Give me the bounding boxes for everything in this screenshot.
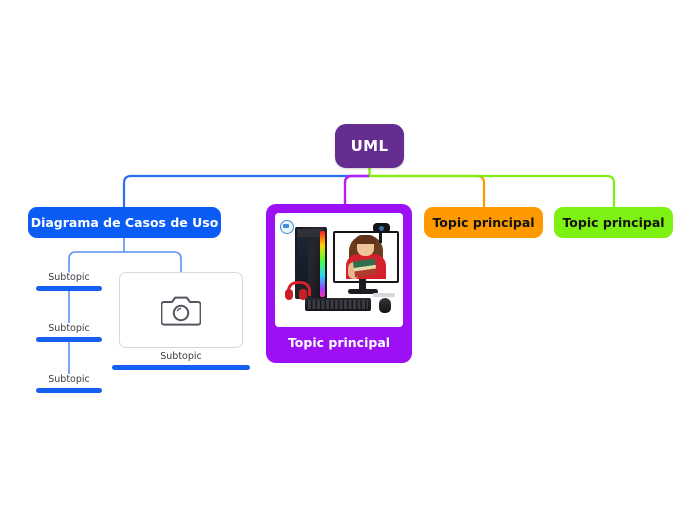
- node-image-thumbnail: [275, 213, 403, 327]
- subtopic-item-1[interactable]: Subtopic: [36, 272, 102, 291]
- computer-setup-photo: [275, 213, 403, 327]
- monitor-base: [348, 289, 378, 294]
- monitor-graphic: [333, 231, 399, 283]
- monitor-stand: [359, 279, 366, 290]
- webcam-lens: [379, 226, 384, 231]
- mouse-graphic: [379, 298, 391, 313]
- headphone-cup-right: [299, 289, 307, 300]
- keyboard-keys: [308, 300, 368, 309]
- person-hair-front: [355, 235, 376, 244]
- mousepad-graphic: [373, 293, 395, 297]
- subtopic-underline-bar: [36, 388, 102, 393]
- image-placeholder-box[interactable]: [119, 272, 243, 348]
- camera-icon: [161, 296, 201, 326]
- headphone-band: [287, 281, 311, 296]
- subtopic-image-underline-bar: [112, 365, 250, 370]
- image-badge-icon: [280, 220, 294, 234]
- pc-side-window: [297, 233, 308, 285]
- node-topic-principal-green[interactable]: Topic principal: [554, 207, 673, 238]
- books-graphic: [352, 258, 378, 278]
- subtopic-label: Subtopic: [48, 323, 90, 334]
- node-magenta-label: Topic principal: [287, 335, 391, 350]
- node-orange-label: Topic principal: [432, 215, 535, 230]
- keyboard-graphic: [305, 298, 371, 311]
- subtopic-label: Subtopic: [48, 272, 90, 283]
- connector-root-to-magenta: [343, 174, 371, 206]
- node-diagrama-de-casos-de-uso[interactable]: Diagrama de Casos de Uso: [28, 207, 221, 238]
- node-topic-principal-image[interactable]: Topic principal: [266, 204, 412, 363]
- subtopic-image-label: Subtopic: [160, 351, 202, 362]
- node-blue-label: Diagrama de Casos de Uso: [30, 215, 219, 230]
- subtopic-underline-bar: [36, 337, 102, 342]
- connector-blue-to-image: [123, 251, 182, 273]
- headphones-graphic: [285, 281, 311, 301]
- node-topic-principal-orange[interactable]: Topic principal: [424, 207, 543, 238]
- connector-blue-to-subtopics: [68, 251, 125, 273]
- node-root-label: UML: [350, 137, 389, 155]
- subtopic-item-image-placeholder[interactable]: Subtopic: [112, 272, 250, 370]
- connector-root-to-orange: [368, 174, 486, 209]
- pc-top-bay: [297, 229, 323, 237]
- webcam-arm: [379, 229, 382, 243]
- node-green-label: Topic principal: [562, 215, 665, 230]
- subtopic-underline-bar: [36, 286, 102, 291]
- subtopic-label: Subtopic: [48, 374, 90, 385]
- pc-rgb-strip: [320, 231, 325, 297]
- subtopic-item-2[interactable]: Subtopic: [36, 323, 102, 342]
- headphone-cup-left: [285, 289, 293, 300]
- connector-root-to-green: [368, 174, 616, 209]
- subtopic-item-3[interactable]: Subtopic: [36, 374, 102, 393]
- node-root-uml[interactable]: UML: [335, 124, 404, 168]
- connector-root-to-blue: [122, 174, 371, 209]
